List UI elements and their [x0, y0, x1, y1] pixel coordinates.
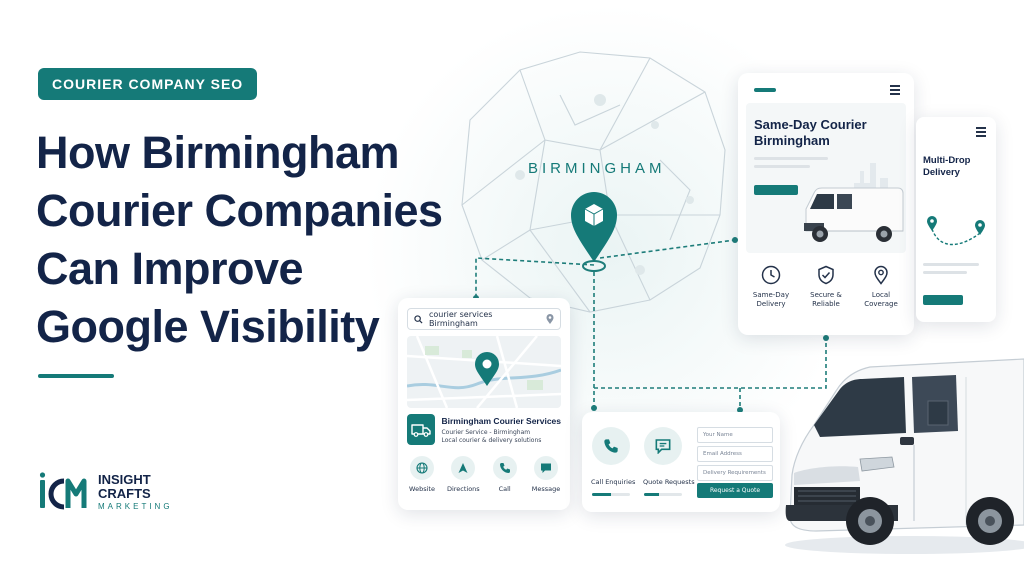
van-icon	[411, 423, 431, 437]
call-enquiries-button[interactable]	[592, 427, 630, 465]
placeholder-line	[754, 157, 828, 160]
feature-label: Delivery	[756, 300, 786, 308]
website-label: Website	[409, 485, 435, 493]
delivery-van-illustration	[785, 358, 1024, 554]
main-location-pin	[571, 192, 617, 272]
directions-label: Directions	[446, 485, 480, 493]
mini-map[interactable]	[407, 336, 561, 408]
route-graphic	[927, 216, 985, 246]
globe-icon	[416, 462, 428, 474]
clock-icon	[761, 265, 781, 285]
quote-requests-button[interactable]	[644, 427, 682, 465]
hero-cta-button[interactable]	[754, 185, 798, 195]
headline-line-4: Google Visibility	[36, 301, 380, 352]
phone-mockup-main: Same-Day Courier Birmingham Same-Day Del…	[738, 73, 914, 335]
message-icon	[655, 439, 671, 454]
logo-mark-icon	[39, 472, 87, 510]
brand-logo: INSIGHT CRAFTS MARKETING	[38, 472, 173, 512]
brand-name-line-1: INSIGHT	[98, 471, 151, 487]
message-action[interactable]: Message	[526, 456, 566, 493]
connector-lines	[475, 239, 827, 412]
accent-rule	[38, 374, 114, 378]
placeholder-line	[754, 165, 810, 168]
van-illustration	[804, 187, 904, 242]
map-green-spots	[515, 94, 694, 275]
mini-map-graphic	[407, 336, 561, 408]
brand-name-line-2: CRAFTS	[98, 485, 151, 501]
phone-icon	[499, 463, 510, 473]
phone-brand-bar	[754, 88, 776, 92]
placeholder-line	[923, 263, 979, 266]
business-category: Courier Service - Birmingham	[441, 429, 531, 436]
phone-hero-title: Same-Day Courier Birmingham	[754, 117, 867, 149]
request-quote-button[interactable]: Request a Quote	[697, 483, 773, 498]
enquiry-form-card: Call Enquiries Quote Requests Your Name …	[582, 412, 780, 512]
call-enquiries-label: Call Enquiries	[591, 478, 636, 486]
menu-icon[interactable]	[890, 85, 900, 97]
message-icon	[540, 463, 551, 473]
phone-hero: Same-Day Courier Birmingham	[746, 103, 906, 253]
location-pin-icon	[874, 265, 888, 285]
headline: How Birmingham Courier Companies Can Imp…	[36, 124, 476, 356]
search-result-card: courier services Birmingham Birmingham C…	[398, 298, 570, 510]
city-label: BIRMINGHAM	[528, 160, 666, 177]
headline-line-2: Courier Companies	[36, 185, 443, 236]
feature-label: Coverage	[864, 300, 898, 308]
placeholder-line	[923, 271, 967, 274]
call-action[interactable]: Call	[485, 456, 525, 493]
feature-label: Reliable	[812, 300, 840, 308]
listing-actions: Website Directions Call Message	[402, 456, 566, 493]
service-features: Same-Day Delivery Secure & Reliable Loca…	[744, 265, 908, 309]
location-pin-icon	[546, 314, 554, 324]
feature-label: Local	[871, 291, 891, 299]
phone-mockup-side: Multi-Drop Delivery	[916, 117, 996, 322]
side-title-line-2: Delivery	[923, 167, 960, 178]
search-bar[interactable]: courier services Birmingham	[407, 308, 561, 330]
phone-icon	[604, 439, 618, 453]
headline-line-3: Can Improve	[36, 243, 304, 294]
quote-requests-label: Quote Requests	[643, 478, 695, 486]
business-listing[interactable]: Birmingham Courier Services Courier Serv…	[407, 414, 561, 450]
requirements-field[interactable]: Delivery Requirements	[697, 465, 773, 481]
district-outlines	[461, 51, 726, 313]
feature-same-day: Same-Day Delivery	[744, 265, 798, 309]
call-enquiries-bar	[592, 493, 630, 496]
website-action[interactable]: Website	[402, 456, 442, 493]
business-description: Local courier & delivery solutions	[441, 437, 542, 444]
business-avatar	[407, 414, 436, 445]
directions-action[interactable]: Directions	[443, 456, 483, 493]
search-query: courier services Birmingham	[429, 310, 493, 328]
business-name: Birmingham Courier Services	[441, 416, 561, 426]
menu-icon[interactable]	[976, 127, 986, 139]
call-label: Call	[498, 485, 511, 493]
search-icon	[414, 314, 423, 324]
shield-check-icon	[818, 265, 834, 285]
message-label: Message	[531, 485, 561, 493]
side-phone-title: Multi-Drop Delivery	[923, 155, 971, 179]
feature-label: Same-Day	[752, 291, 790, 299]
navigation-icon	[458, 463, 468, 473]
side-cta-button[interactable]	[923, 295, 963, 305]
feature-secure: Secure & Reliable	[799, 265, 853, 309]
hero-title-line-1: Same-Day Courier	[754, 117, 867, 132]
brand-tagline: MARKETING	[98, 501, 173, 511]
feature-local: Local Coverage	[854, 265, 908, 309]
name-field[interactable]: Your Name	[697, 427, 773, 443]
email-field[interactable]: Email Address	[697, 446, 773, 462]
quote-requests-bar	[644, 493, 682, 496]
side-title-line-1: Multi-Drop	[923, 155, 971, 166]
hero-title-line-2: Birmingham	[754, 133, 830, 148]
category-badge: COURIER COMPANY SEO	[38, 68, 258, 100]
headline-line-1: How Birmingham	[36, 127, 400, 178]
feature-label: Secure &	[810, 291, 842, 299]
